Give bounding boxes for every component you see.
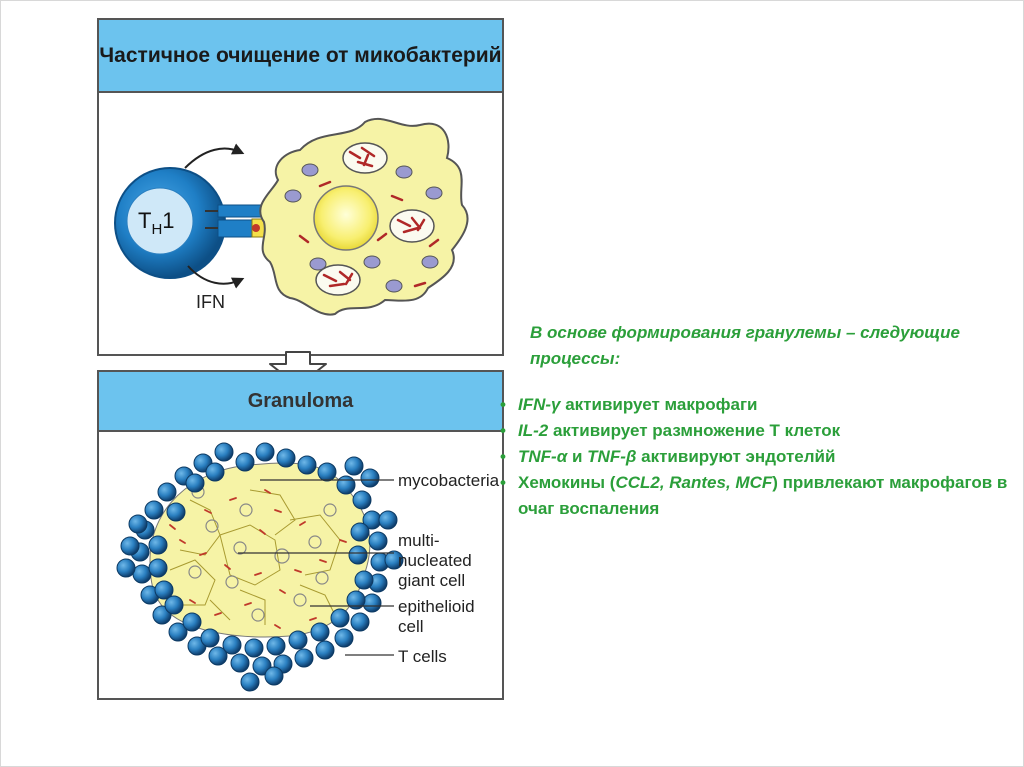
list-item: IFN-γ активирует макрофаги <box>498 392 1018 418</box>
bullet-term: CCL2, Rantes, MCF <box>615 473 773 492</box>
macrophage-cell <box>259 117 469 316</box>
label-giant-cell-3: giant cell <box>398 571 465 590</box>
bullet-term: TNF-β <box>587 447 637 466</box>
bottom-panel-title: Granuloma <box>247 389 354 412</box>
bottom-panel-header: Granuloma <box>97 370 504 432</box>
bullet-term: IL-2 <box>518 421 549 440</box>
signal-arrows <box>184 143 245 289</box>
th1-label: TH1 <box>138 208 175 238</box>
label-t-cells: T cells <box>398 647 447 666</box>
bullet-term: IFN-γ <box>518 395 561 414</box>
label-mycobacteria: mycobacteria <box>398 471 500 490</box>
intro-text: В основе формирования гранулемы – следую… <box>530 323 961 368</box>
bullet-text: активирует размножение Т клеток <box>548 421 841 440</box>
process-list: IFN-γ активирует макрофаги IL-2 активиру… <box>498 392 1018 522</box>
list-item: Хемокины (CCL2, Rantes, MCF) привлекают … <box>498 470 1018 522</box>
top-panel-header: Частичное очищение от микобактерий <box>97 18 504 93</box>
list-item: TNF-α и TNF-β активируют эндотелйй <box>498 444 1018 470</box>
bullet-text: активирует макрофаги <box>560 395 758 414</box>
ifn-label: IFN <box>196 292 225 312</box>
bullet-text: ) привлекают макрофагов в очаг воспалени… <box>518 473 1008 518</box>
top-panel-title: Частичное очищение от микобактерий <box>99 44 502 67</box>
label-epithelioid-2: cell <box>398 617 424 636</box>
bullet-text: Хемокины ( <box>518 473 616 492</box>
bullet-term: TNF-α <box>518 447 568 466</box>
granuloma <box>116 442 404 692</box>
label-giant-cell-2: nucleated <box>398 551 472 570</box>
phagosomes <box>315 142 435 296</box>
description-block: В основе формирования гранулемы – следую… <box>498 320 1018 522</box>
label-epithelioid-1: epithelioid <box>398 597 475 616</box>
label-giant-cell-1: multi- <box>398 531 440 550</box>
list-item: IL-2 активирует размножение Т клеток <box>498 418 1018 444</box>
bullet-text: активируют эндотелйй <box>636 447 836 466</box>
th1-cell <box>114 167 226 279</box>
bullet-text: и <box>567 447 588 466</box>
